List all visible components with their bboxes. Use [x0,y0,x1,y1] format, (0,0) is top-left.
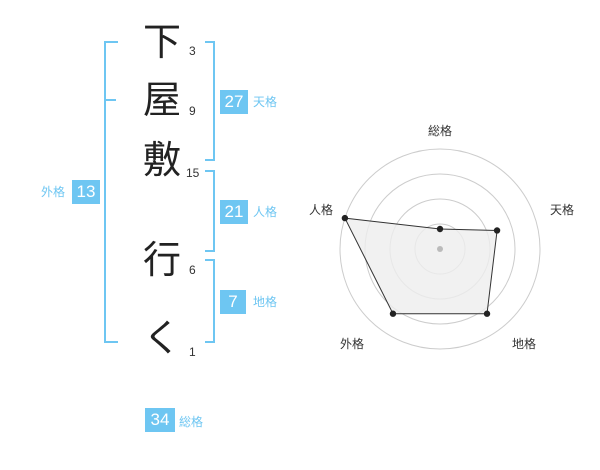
gaikaku-bracket [104,41,118,343]
jinkaku-value: 21 [220,200,248,224]
jinkaku-bracket [205,170,215,252]
name-char-4: 行 [142,238,181,282]
stroke-count-1: 3 [189,44,196,58]
radar-axis-label-soukaku: 総格 [428,124,453,138]
radar-axis-label-jinkaku: 人格 [309,203,334,217]
name-char-3: 敷 [142,138,181,182]
radar-ring [414,223,466,275]
tenkaku-value: 27 [220,90,248,114]
stroke-count-3: 15 [186,166,200,180]
radar-ring [389,198,491,300]
tenkaku-label: 天格 [253,95,278,109]
gaikaku-label: 外格 [41,185,66,199]
radar-point [483,310,491,317]
radar-ring [364,173,516,325]
radar-point [341,214,349,222]
stroke-count-2: 9 [189,104,196,118]
name-char-2: 屋 [142,78,181,122]
stroke-count-5: 1 [189,345,196,359]
chikaku-value: 7 [220,290,246,314]
radar-axis-label-chikaku: 地格 [512,337,537,351]
name-char-5: く [142,316,181,360]
stroke-count-4: 6 [189,263,196,277]
chikaku-label: 地格 [253,295,278,309]
jinkaku-label: 人格 [253,205,278,219]
radar-axis-label-gaikaku: 外格 [340,337,365,351]
radar-area [344,217,498,315]
radar-point [493,227,501,234]
gaikaku-value: 13 [72,180,100,204]
gaikaku-bracket-tick [106,99,116,101]
name-char-1: 下 [142,20,181,64]
soukaku-label: 総格 [179,415,204,429]
radar-center [437,246,443,252]
radar-axis-label-tenkaku: 天格 [550,203,575,217]
radar-rings [339,148,541,350]
radar-point [436,225,444,233]
radar-ring [339,148,541,350]
chikaku-bracket [205,259,215,343]
radar-point [389,310,397,317]
soukaku-value: 34 [145,408,175,432]
tenkaku-bracket [205,41,215,161]
radar-points [341,214,501,317]
